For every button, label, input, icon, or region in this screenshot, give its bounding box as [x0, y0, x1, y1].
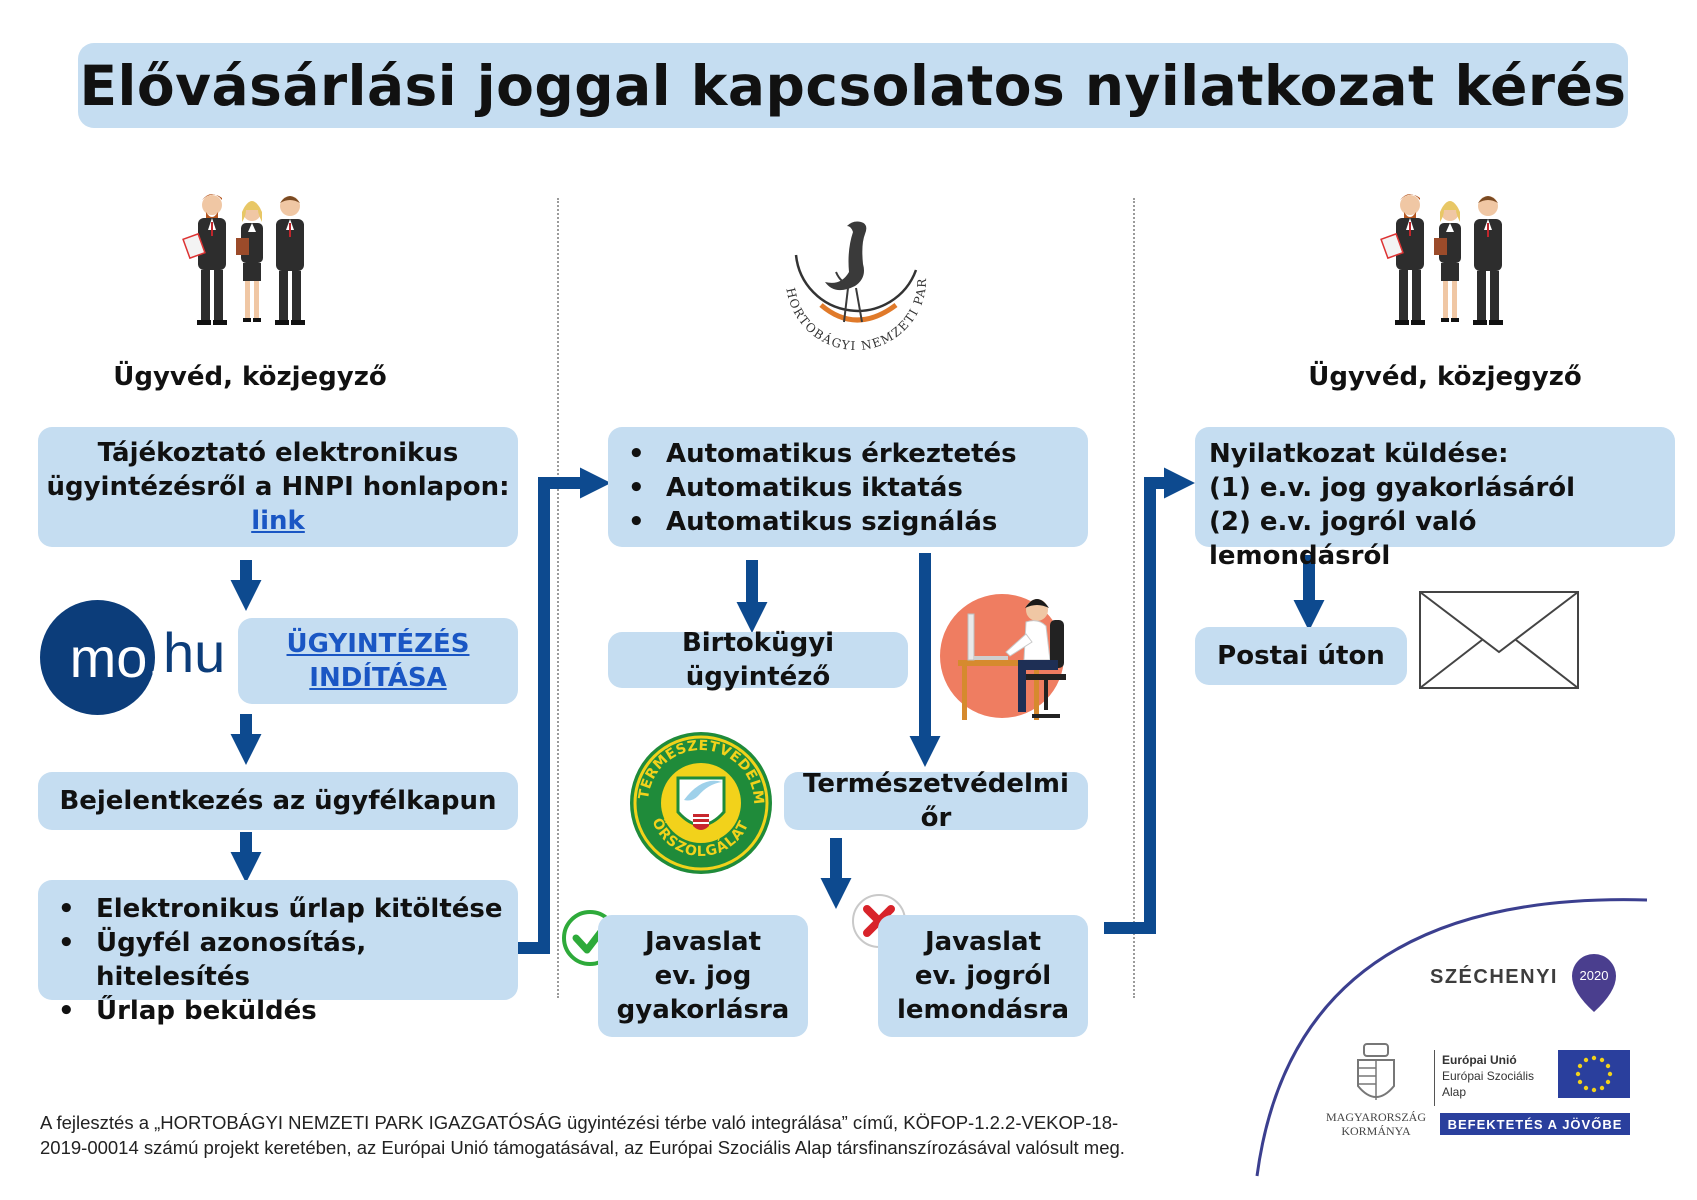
mohu-logo-hu: hu — [163, 621, 226, 684]
eu-flag-icon — [1558, 1050, 1630, 1098]
eu-line3: Alap — [1442, 1085, 1467, 1099]
proposal-exercise-line: gyakorlásra — [616, 995, 790, 1025]
lawyers-group-icon — [182, 194, 305, 325]
role-label-right: Ügyvéd, közjegyző — [1308, 362, 1582, 392]
mohu-logo: mo. — [40, 600, 163, 715]
footer-line2: 2019-00014 számú projekt keretében, az E… — [40, 1137, 1125, 1158]
eu-line2: Európai Szociális — [1442, 1069, 1535, 1083]
ranger-box: Természetvédelmi őr — [784, 769, 1088, 833]
auto-steps-list: Automatikus érkeztetés Automatikus iktat… — [618, 437, 1078, 539]
start-case-link-line2[interactable]: INDÍTÁSA — [309, 663, 447, 693]
footer-note: A fejlesztés a „HORTOBÁGYI NEMZETI PARK … — [40, 1110, 1270, 1160]
form-steps-box: Elektronikus űrlap kitöltése Ügyfél azon… — [38, 880, 518, 1028]
info-text-line2: ügyintézésről a HNPI honlapon: — [46, 472, 510, 502]
arrow-middle-to-right — [1104, 467, 1195, 934]
page-title: Elővásárlási joggal kapcsolatos nyilatko… — [79, 53, 1627, 118]
info-link[interactable]: link — [251, 506, 305, 536]
proposal-waive-line: ev. jogról — [914, 961, 1052, 991]
office-worker-icon — [940, 594, 1066, 720]
role-label-left: Ügyvéd, közjegyző — [113, 362, 387, 392]
start-case-link-line1[interactable]: ÜGYINTÉZÉS — [286, 629, 470, 659]
column-separator-right — [1133, 198, 1135, 998]
form-step: Űrlap beküldés — [48, 994, 508, 1028]
park-logo-ring-text: HORTOBÁGYI NEMZETI PARK — [761, 199, 928, 353]
login-box: Bejelentkezés az ügyfélkapun — [38, 772, 518, 830]
government-line2: KORMÁNYA — [1341, 1124, 1411, 1138]
lawyers-group-icon — [1380, 194, 1503, 325]
login-text: Bejelentkezés az ügyfélkapun — [59, 786, 497, 816]
start-case-box[interactable]: ÜGYINTÉZÉS INDÍTÁSA — [238, 618, 518, 704]
title-bar: Elővásárlási joggal kapcsolatos nyilatko… — [78, 43, 1628, 128]
ranger-text: Természetvédelmi őr — [803, 769, 1069, 833]
postal-text: Postai úton — [1217, 641, 1385, 671]
auto-step: Automatikus iktatás — [618, 471, 1078, 505]
statement-option-1: (1) e.v. jog gyakorlásáról — [1209, 473, 1576, 503]
government-line1: MAGYARORSZÁG — [1325, 1110, 1426, 1124]
slogan-bar: BEFEKTETÉS A JÖVŐBE — [1440, 1113, 1630, 1135]
auto-steps-box: Automatikus érkeztetés Automatikus iktat… — [608, 427, 1088, 547]
auto-step: Automatikus érkeztetés — [618, 437, 1078, 471]
eu-line1: Európai Unió — [1442, 1053, 1517, 1067]
statement-option-2: (2) e.v. jogról való lemondásról — [1209, 507, 1477, 571]
szechenyi-year: 2020 — [1579, 968, 1609, 983]
form-step: Ügyfél azonosítás, hitelesítés — [48, 926, 508, 994]
eu-text: Európai Unió Európai Szociális Alap — [1442, 1052, 1534, 1100]
coat-of-arms-icon — [1357, 1043, 1395, 1100]
clerk-text: Birtokügyi ügyintéző — [681, 628, 835, 692]
form-steps-list: Elektronikus űrlap kitöltése Ügyfél azon… — [48, 892, 508, 1028]
clerk-box: Birtokügyi ügyintéző — [608, 628, 908, 692]
government-logo-text: MAGYARORSZÁG KORMÁNYA — [1318, 1110, 1434, 1138]
column-separator-left — [557, 198, 559, 998]
auto-step: Automatikus szignálás — [618, 505, 1078, 539]
proposal-exercise-line: ev. jog — [654, 961, 752, 991]
arrow-left-to-middle — [518, 467, 611, 954]
proposal-exercise-box: Javaslat ev. jog gyakorlásra — [598, 915, 808, 1037]
szechenyi-logo-text: SZÉCHENYI — [1430, 966, 1558, 988]
nature-guard-badge: TERMÉSZETVÉDELMI ŐRSZOLGÁLAT — [625, 718, 772, 874]
szechenyi-pin-icon — [1572, 954, 1616, 1012]
proposal-waive-line: lemondásra — [896, 995, 1069, 1025]
svg-text:HORTOBÁGYI NEMZETI PARK: HORTOBÁGYI NEMZETI PARK — [761, 199, 929, 353]
postal-box: Postai úton — [1195, 627, 1407, 685]
mohu-logo-mo: mo. — [69, 626, 163, 689]
sponsor-arc — [1255, 898, 1648, 1177]
info-box: Tájékoztató elektronikus ügyintézésről a… — [38, 427, 518, 547]
envelope-icon — [1419, 591, 1579, 689]
proposal-waive-line: Javaslat — [924, 927, 1042, 957]
statement-title: Nyilatkozat küldése: — [1209, 439, 1509, 469]
statement-box: Nyilatkozat küldése: (1) e.v. jog gyakor… — [1195, 427, 1675, 571]
form-step: Elektronikus űrlap kitöltése — [48, 892, 508, 926]
proposal-exercise-line: Javaslat — [644, 927, 762, 957]
sponsor-divider — [1434, 1050, 1435, 1106]
proposal-waive-box: Javaslat ev. jogról lemondásra — [878, 915, 1088, 1037]
hortobagy-park-logo: HORTOBÁGYI NEMZETI PARK — [761, 199, 928, 353]
info-text-line1: Tájékoztató elektronikus — [97, 438, 459, 468]
footer-line1: A fejlesztés a „HORTOBÁGYI NEMZETI PARK … — [40, 1112, 1119, 1133]
